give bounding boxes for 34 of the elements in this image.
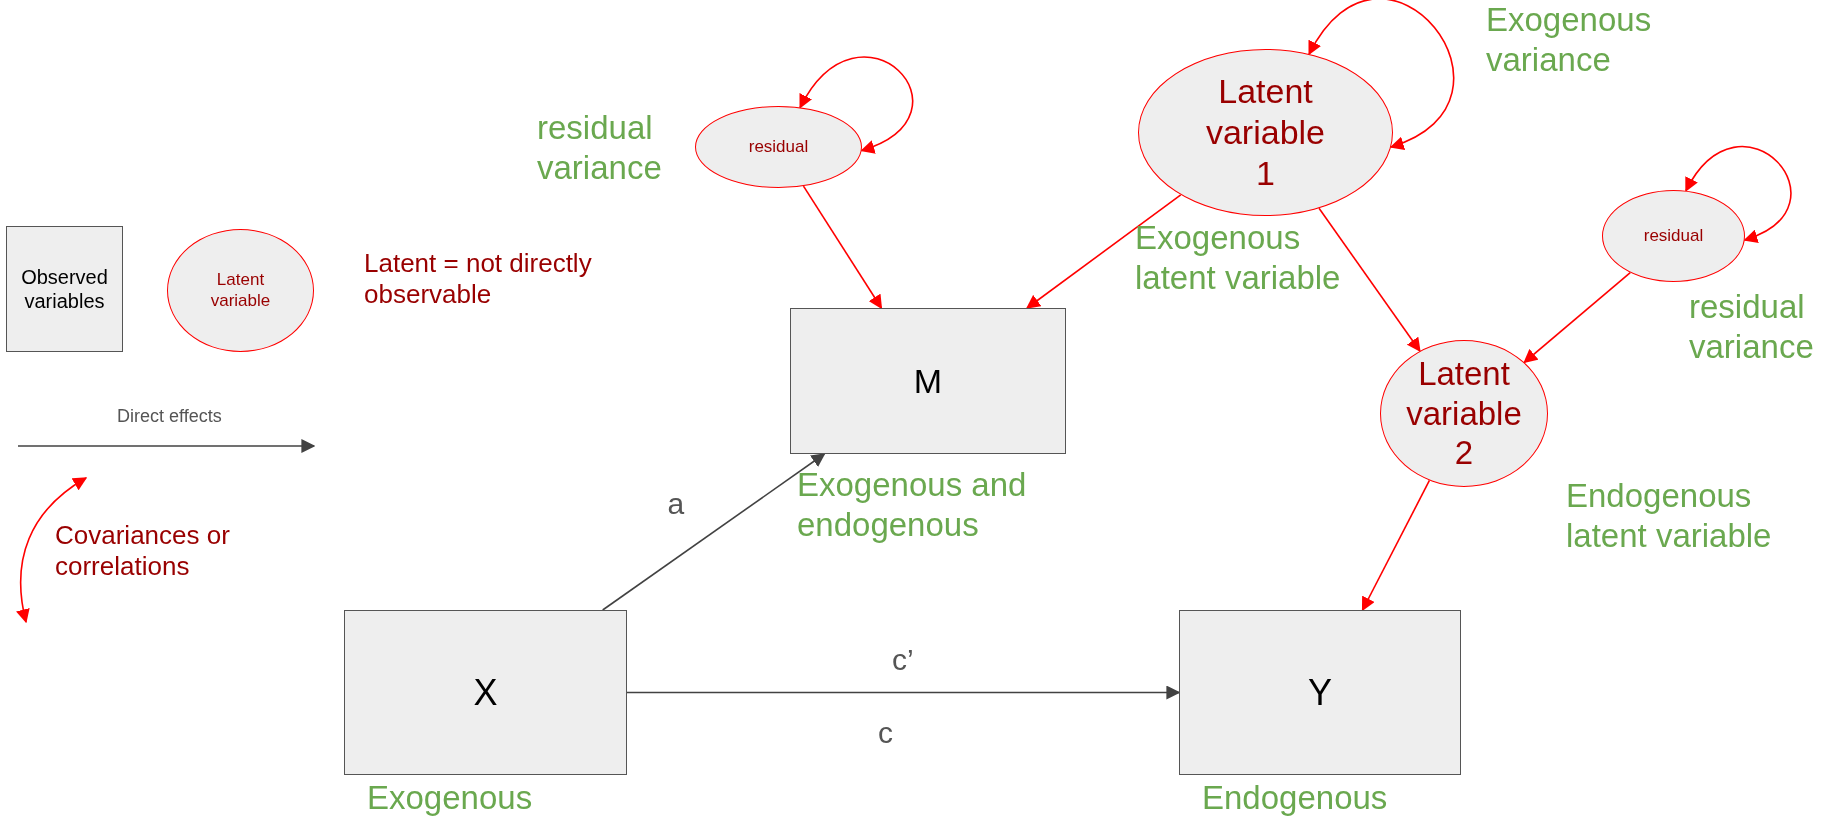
annotation-text: Exogenous latent variable bbox=[1135, 218, 1342, 298]
coefficient-text: c bbox=[878, 715, 893, 751]
node-label: Latent variable 1 bbox=[1204, 71, 1327, 194]
node-label: X bbox=[473, 670, 498, 715]
node-label: Latent variable 2 bbox=[1405, 354, 1523, 473]
arrow bbox=[601, 453, 826, 611]
annotation-text: Endogenous latent variable bbox=[1566, 476, 1773, 556]
annotation-text: residual variance bbox=[537, 108, 663, 188]
arrow bbox=[1318, 207, 1421, 353]
arrow bbox=[1523, 271, 1632, 364]
node-label: M bbox=[913, 360, 943, 402]
node-label: Latent variable bbox=[209, 270, 272, 311]
node-label: Y bbox=[1308, 670, 1332, 715]
variable-box bbox=[344, 610, 627, 775]
node-label: Observed variables bbox=[20, 265, 109, 313]
annotation-text: Endogenous bbox=[1202, 778, 1388, 818]
variance-loop-arrow bbox=[799, 56, 914, 153]
node-label: residual bbox=[1643, 225, 1704, 247]
node-label: residual bbox=[748, 136, 809, 158]
variance-loop-arrow bbox=[1308, 0, 1454, 149]
arrow bbox=[1361, 479, 1431, 612]
annotation-text: Exogenous bbox=[367, 778, 533, 818]
arrow bbox=[626, 685, 1181, 700]
note-text: Latent = not directly observable bbox=[364, 248, 593, 311]
annotation-text: Exogenous and endogenous bbox=[797, 465, 1028, 545]
annotation-text: Exogenous variance bbox=[1486, 0, 1653, 80]
arrow bbox=[1026, 194, 1182, 309]
legend-label: Covariances or correlations bbox=[55, 520, 231, 583]
variable-box bbox=[790, 308, 1066, 454]
annotation-text: residual variance bbox=[1689, 287, 1815, 367]
observed-variable-box bbox=[6, 226, 123, 352]
variance-loop-arrow bbox=[1685, 146, 1792, 242]
legend-label: Direct effects bbox=[117, 406, 222, 428]
variable-box bbox=[1179, 610, 1461, 775]
